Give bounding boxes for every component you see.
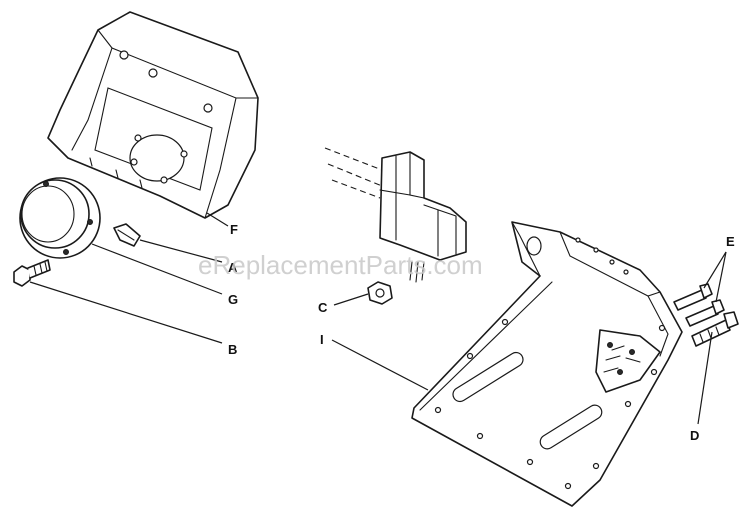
leader-c	[333, 293, 369, 306]
part-b-bolt	[13, 259, 51, 287]
leader-d	[697, 331, 713, 425]
leader-g	[91, 243, 223, 295]
part-a-clip	[113, 223, 141, 247]
leader-e-2	[715, 251, 727, 303]
leader-a	[139, 239, 223, 263]
callout-b: B	[228, 342, 237, 357]
part-i-mounting-plate	[411, 221, 683, 507]
callout-c: C	[318, 300, 328, 315]
callout-i: I	[320, 332, 324, 347]
leader-b	[29, 281, 223, 344]
callout-f: F	[230, 222, 238, 237]
callout-e: E	[726, 234, 735, 249]
part-f-shroud	[47, 11, 259, 219]
part-e-bolt-lower	[685, 299, 725, 327]
part-c-nut	[367, 281, 393, 305]
watermark-text: eReplacementParts.com	[198, 250, 483, 280]
leader-f	[206, 212, 229, 227]
callout-a: A	[228, 260, 238, 275]
leader-i	[331, 339, 429, 391]
callout-d: D	[690, 428, 699, 443]
leader-e-1	[703, 251, 727, 289]
part-g-cap	[19, 177, 101, 259]
engine-block-outline	[324, 147, 467, 283]
part-d-bolt	[691, 311, 739, 347]
callout-g: G	[228, 292, 238, 307]
part-e-bolt-upper	[673, 283, 713, 311]
